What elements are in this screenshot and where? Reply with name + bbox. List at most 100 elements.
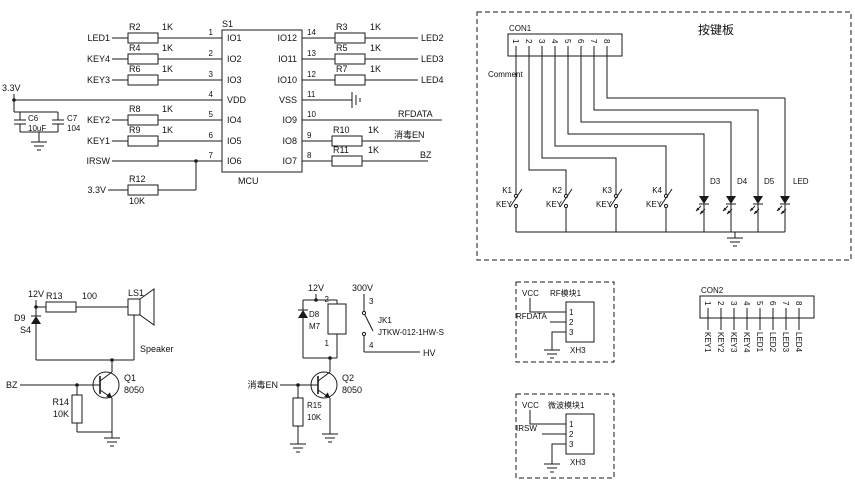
net-label: KEY1 bbox=[87, 136, 110, 146]
resistor-ref: R4 bbox=[129, 43, 141, 53]
net-label: RFDATA bbox=[398, 109, 433, 119]
wire bbox=[35, 300, 135, 372]
resistor-ref: R11 bbox=[333, 145, 349, 155]
pin-number: 2 bbox=[569, 430, 574, 439]
pin-name: IO4 bbox=[227, 115, 242, 125]
keypad-board-title: 按键板 bbox=[698, 23, 734, 37]
pin-number: 10 bbox=[307, 110, 316, 119]
transistor-ref: Q2 bbox=[342, 373, 354, 383]
pin-number: 2 bbox=[325, 295, 330, 304]
net-label: BZ bbox=[6, 380, 18, 390]
net-label: KEY2 bbox=[87, 115, 110, 125]
transistor-ref: Q1 bbox=[124, 373, 136, 383]
pin-name: IO5 bbox=[227, 136, 242, 146]
ground-icon bbox=[543, 457, 561, 473]
resistor-ref: R13 bbox=[46, 291, 63, 301]
module-title: RF模块1 bbox=[550, 288, 582, 298]
key-value: KEY bbox=[546, 200, 563, 209]
pin-number: 6 bbox=[768, 301, 777, 306]
resistor bbox=[292, 397, 304, 427]
pin-name: IO6 bbox=[227, 156, 242, 166]
speaker-ref: LS1 bbox=[128, 288, 144, 298]
relay-circuit: 12V 300V D8 M7 2 1 3 4 JK1 JTKW-012-1HW-… bbox=[247, 283, 444, 453]
pin-number: 13 bbox=[307, 49, 316, 58]
power-wires bbox=[13, 94, 222, 136]
led bbox=[749, 185, 764, 215]
pin-name: IO7 bbox=[282, 156, 297, 166]
resistor-ref: R10 bbox=[333, 125, 350, 135]
module-title: 微波模块1 bbox=[548, 400, 585, 410]
net-label: KEY1 bbox=[703, 332, 712, 353]
net-label: KEY2 bbox=[716, 332, 725, 353]
pin-name: IO2 bbox=[227, 54, 242, 64]
resistor-ref: R2 bbox=[129, 22, 141, 32]
speaker-symbol bbox=[127, 298, 141, 316]
net-label: IRSW bbox=[516, 424, 537, 433]
pin-number: 4 bbox=[209, 90, 214, 99]
resistor-value: 1K bbox=[370, 22, 381, 32]
pin-number: 5 bbox=[755, 301, 764, 306]
capacitor-c6 bbox=[13, 111, 27, 133]
pin-number: 3 bbox=[537, 39, 546, 44]
mcu-right-rows: R3 1K LED2 R5 1K LED3 R7 1K LED4 RFDATA … bbox=[302, 22, 444, 167]
rail-label: 12V bbox=[308, 283, 324, 293]
wire bbox=[707, 308, 800, 330]
resistor bbox=[71, 394, 83, 424]
led-ref: LED bbox=[793, 177, 809, 186]
speaker-circuit: 12V R13 100 D9 S4 LS1 Speaker Q1 8050 BZ… bbox=[6, 288, 174, 447]
keypad-board: 按键板 CON1 1 2 3 4 5 6 7 8 Comment K1 K2 K… bbox=[476, 11, 852, 261]
key-value: KEY bbox=[646, 200, 663, 209]
resistor-ref: R5 bbox=[336, 43, 348, 53]
rail-label: 300V bbox=[352, 283, 373, 293]
led-ref: D5 bbox=[764, 177, 775, 186]
mcu-part: MCU bbox=[238, 176, 259, 186]
pin-number: 1 bbox=[703, 301, 712, 306]
pin-number: 1 bbox=[511, 39, 520, 44]
relay-switch bbox=[363, 294, 420, 353]
module-box bbox=[565, 413, 595, 455]
resistor bbox=[127, 114, 159, 126]
connector-comment: Comment bbox=[488, 70, 523, 79]
wire bbox=[302, 294, 338, 372]
rail-label: 12V bbox=[28, 289, 44, 299]
pin-number: 11 bbox=[307, 90, 316, 99]
pin-number: 3 bbox=[729, 301, 738, 306]
net-label: HV bbox=[423, 348, 436, 358]
speaker-horn bbox=[139, 288, 155, 326]
net-label: LED2 bbox=[421, 33, 444, 43]
rail-label: VCC bbox=[522, 401, 539, 410]
pin-number: 7 bbox=[781, 301, 790, 306]
ground-icon bbox=[543, 343, 561, 359]
rail-label: VCC bbox=[522, 289, 539, 298]
power-section: 3.3V C6 10uF C7 104 bbox=[2, 83, 222, 151]
relay-value: JTKW-012-1HW-S bbox=[378, 328, 444, 337]
net-label-3v3: 3.3V bbox=[2, 83, 21, 93]
junction-dot bbox=[75, 383, 79, 387]
led bbox=[722, 185, 737, 215]
diode-value: S4 bbox=[20, 325, 31, 335]
pin-number: 6 bbox=[209, 131, 214, 140]
net-label: BZ bbox=[420, 150, 432, 160]
junction-dot bbox=[12, 98, 16, 102]
rf-module: VCC RF模块1 1 2 3 RFDATA XH3 bbox=[515, 281, 615, 363]
net-label: LED1 bbox=[87, 33, 110, 43]
resistor-value: 1K bbox=[162, 64, 173, 74]
pin-number: 14 bbox=[307, 28, 316, 37]
net-label: LED2 bbox=[768, 332, 777, 353]
wire bbox=[580, 46, 732, 186]
resistor bbox=[334, 53, 366, 65]
resistor-value: 1K bbox=[162, 22, 173, 32]
pin-number: 2 bbox=[524, 39, 533, 44]
resistor-value: 1K bbox=[162, 104, 173, 114]
pin-number: 6 bbox=[576, 39, 585, 44]
pin-number: 4 bbox=[742, 301, 751, 306]
junction-dot bbox=[314, 298, 318, 302]
net-label: LED1 bbox=[755, 332, 764, 353]
led bbox=[695, 185, 710, 215]
junction-dot bbox=[328, 356, 332, 360]
ground-icon bbox=[321, 427, 339, 443]
pin-number: 2 bbox=[209, 49, 214, 58]
wire bbox=[108, 161, 197, 191]
diode-ref: D8 bbox=[309, 310, 320, 319]
relay-ref: JK1 bbox=[378, 316, 392, 325]
